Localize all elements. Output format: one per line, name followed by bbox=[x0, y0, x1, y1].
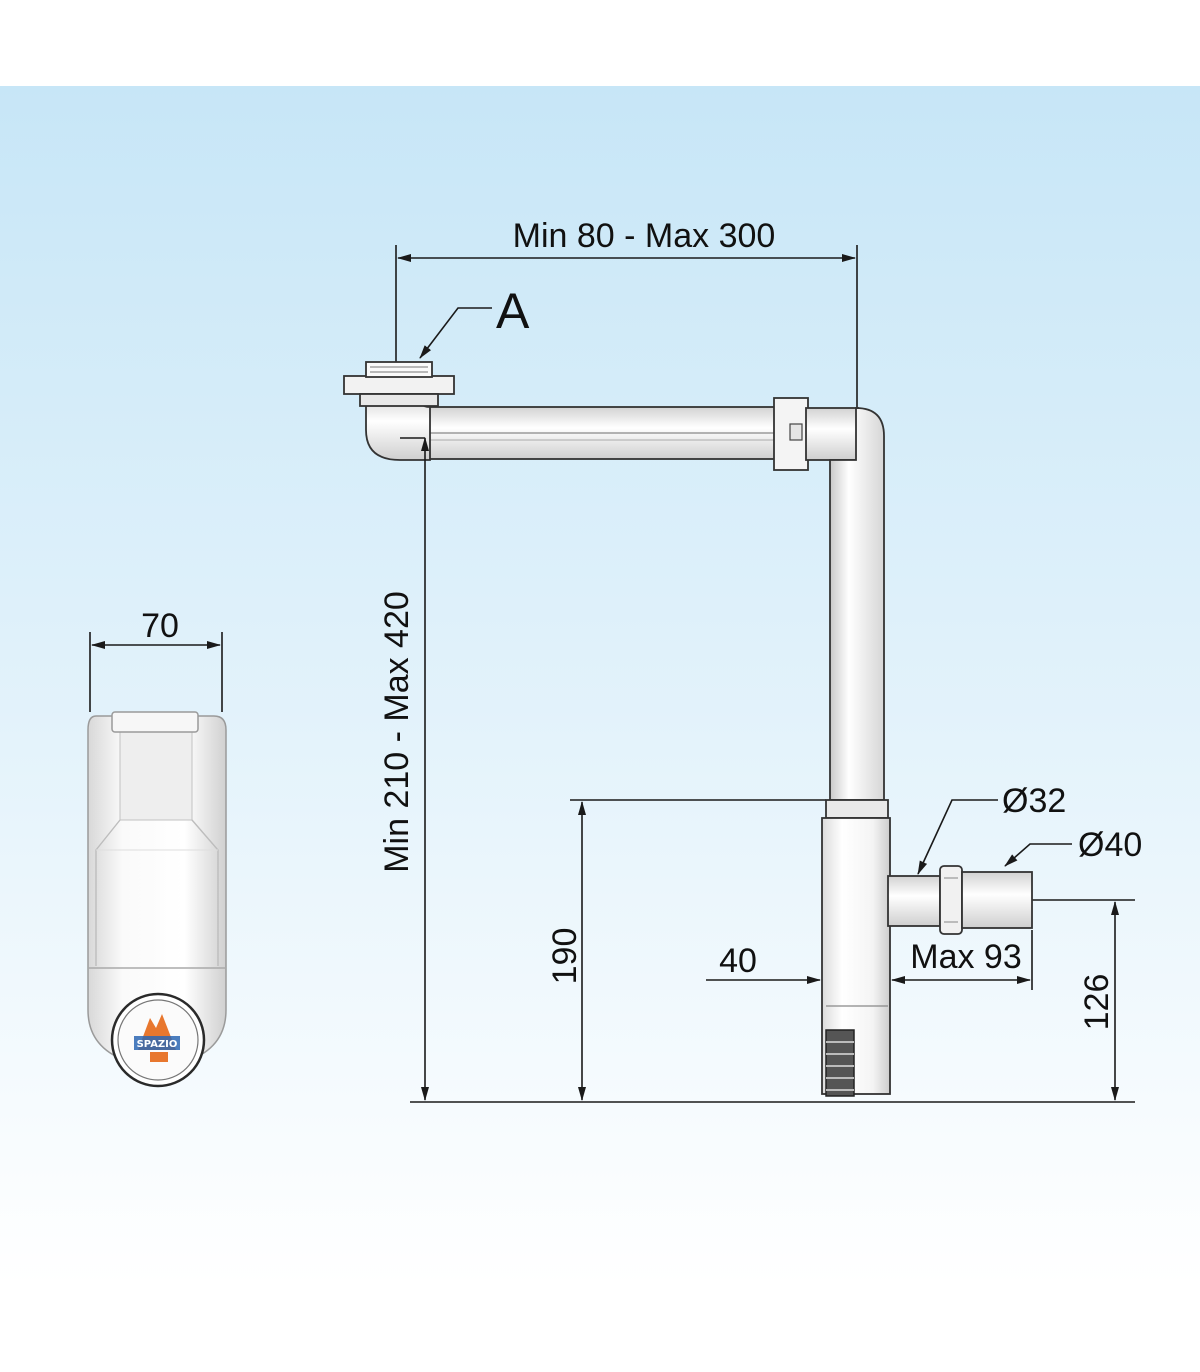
dimension-lines bbox=[89, 254, 1119, 1101]
height-126-label: 126 bbox=[1078, 974, 1116, 1031]
callout-a-label: A bbox=[496, 283, 530, 339]
side-view-siphon bbox=[87, 711, 227, 1088]
dia-32-label: Ø32 bbox=[1002, 782, 1066, 820]
max-93-label: Max 93 bbox=[910, 938, 1022, 976]
height-190-label: 190 bbox=[546, 928, 584, 985]
main-siphon-drawing bbox=[343, 245, 1135, 1103]
width-range-label: Min 80 - Max 300 bbox=[513, 217, 776, 255]
dia-40-label: Ø40 bbox=[1078, 826, 1142, 864]
brand-logo-text: SPAZIO bbox=[137, 1039, 178, 1050]
brand-logo-icon: SPAZIO bbox=[134, 1014, 180, 1062]
blueprint-panel bbox=[0, 86, 1200, 1286]
height-range-label: Min 210 - Max 420 bbox=[378, 591, 416, 873]
width-side-label: 70 bbox=[141, 607, 179, 645]
offset-40-label: 40 bbox=[719, 942, 757, 980]
